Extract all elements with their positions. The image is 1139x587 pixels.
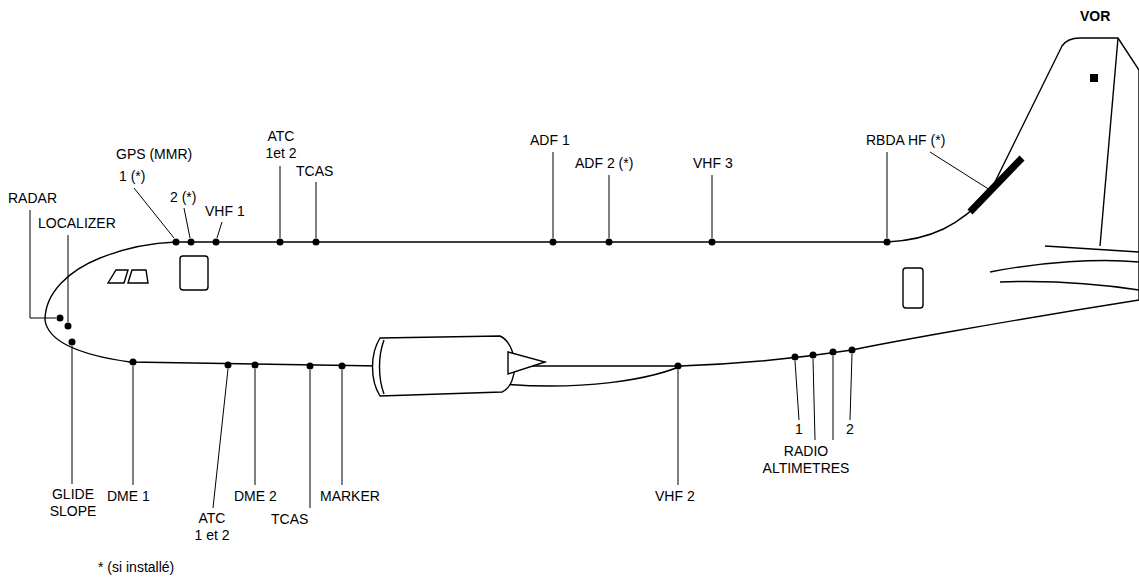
stabilizer — [1000, 281, 1139, 290]
vor-antenna — [1090, 74, 1098, 82]
antenna-label: MARKER — [320, 488, 380, 505]
antenna-dot — [675, 363, 682, 370]
antenna-dot — [313, 239, 320, 246]
antenna-dot — [606, 239, 613, 246]
leader-line — [795, 361, 799, 420]
antenna-dot — [884, 239, 891, 246]
leader-line — [280, 166, 281, 238]
antenna-dot — [130, 359, 137, 366]
leader-line — [850, 354, 852, 420]
antenna-label: 2 (*) — [170, 189, 196, 206]
leader-line — [316, 182, 317, 238]
leader-line — [72, 346, 73, 484]
antenna-dot — [550, 239, 557, 246]
antenna-dot — [792, 354, 799, 361]
antenna-label: GLIDE SLOPE — [44, 486, 102, 520]
footnote: * (si installé) — [98, 559, 174, 576]
antenna-dot — [849, 347, 856, 354]
antenna-dot — [213, 239, 220, 246]
antenna-dot — [810, 352, 817, 359]
leader-line — [678, 370, 679, 485]
antenna-label: 1 (*) — [119, 168, 145, 185]
antenna-label: GPS (MMR) — [116, 146, 192, 163]
antenna-label: RADIO ALTIMETRES — [758, 443, 854, 477]
leader-line — [887, 152, 888, 238]
antenna-label: VHF 1 — [205, 203, 245, 220]
antenna-dot — [65, 323, 72, 330]
leader-line — [217, 222, 222, 238]
antenna-dot — [225, 362, 232, 369]
antenna-dot — [173, 239, 180, 246]
leader-line — [310, 370, 311, 508]
antenna-label: RADAR — [8, 190, 57, 207]
stabilizer — [990, 260, 1139, 272]
engine-nacelle — [373, 336, 515, 396]
leader-line — [134, 188, 174, 238]
leader-line — [930, 152, 990, 190]
antenna-label: ATC 1 et 2 — [193, 510, 231, 544]
antenna-dot — [339, 363, 346, 370]
cockpit-window — [108, 270, 128, 283]
antenna-label: ADF 2 (*) — [575, 155, 633, 172]
callout-number: 1 — [795, 421, 803, 438]
airframe — [45, 38, 1139, 396]
antenna-dot — [277, 239, 284, 246]
antenna-dot — [307, 363, 314, 370]
antenna-dot — [252, 362, 259, 369]
fin-root — [1045, 246, 1139, 252]
antenna-dot — [69, 339, 76, 346]
antenna-label: TCAS — [296, 163, 333, 180]
leader-line — [813, 359, 815, 440]
leader-line — [609, 175, 610, 238]
leader-line — [184, 208, 190, 238]
fuselage — [45, 38, 1139, 366]
leader-line — [133, 366, 134, 485]
antenna-label: VHF 2 — [655, 488, 695, 505]
door — [903, 268, 923, 308]
antenna-label: RBDA — [866, 132, 905, 149]
callout-number: 2 — [846, 421, 854, 438]
door — [180, 256, 208, 290]
fin-trailing-edge — [1100, 38, 1118, 246]
antenna-label: DME 1 — [107, 488, 150, 505]
antenna-label: LOCALIZER — [38, 215, 116, 232]
antenna-dots — [57, 239, 891, 370]
leader-line — [833, 356, 834, 440]
engine-exhaust — [508, 352, 545, 374]
cockpit-window — [128, 270, 148, 283]
antenna-dot — [57, 315, 64, 322]
leader-lines — [30, 152, 990, 508]
antenna-label: VHF 3 — [693, 155, 733, 172]
leader-line — [342, 370, 343, 485]
antenna-dot — [709, 239, 716, 246]
antenna-label: TCAS — [271, 511, 308, 528]
antenna-label: ADF 1 — [530, 132, 570, 149]
leader-line — [255, 369, 256, 485]
leader-line — [712, 175, 713, 238]
leader-line — [68, 235, 69, 322]
antenna-dot — [830, 349, 837, 356]
antenna-label: HF (*) — [908, 132, 945, 149]
antenna-label: DME 2 — [234, 488, 277, 505]
leader-line — [213, 369, 228, 508]
engine-inlet — [380, 340, 385, 394]
leader-line — [553, 152, 554, 238]
hf-antenna — [970, 158, 1022, 212]
antenna-label: ATC 1et 2 — [259, 128, 303, 162]
antenna-dot — [188, 239, 195, 246]
antenna-label: VOR — [1080, 8, 1110, 25]
